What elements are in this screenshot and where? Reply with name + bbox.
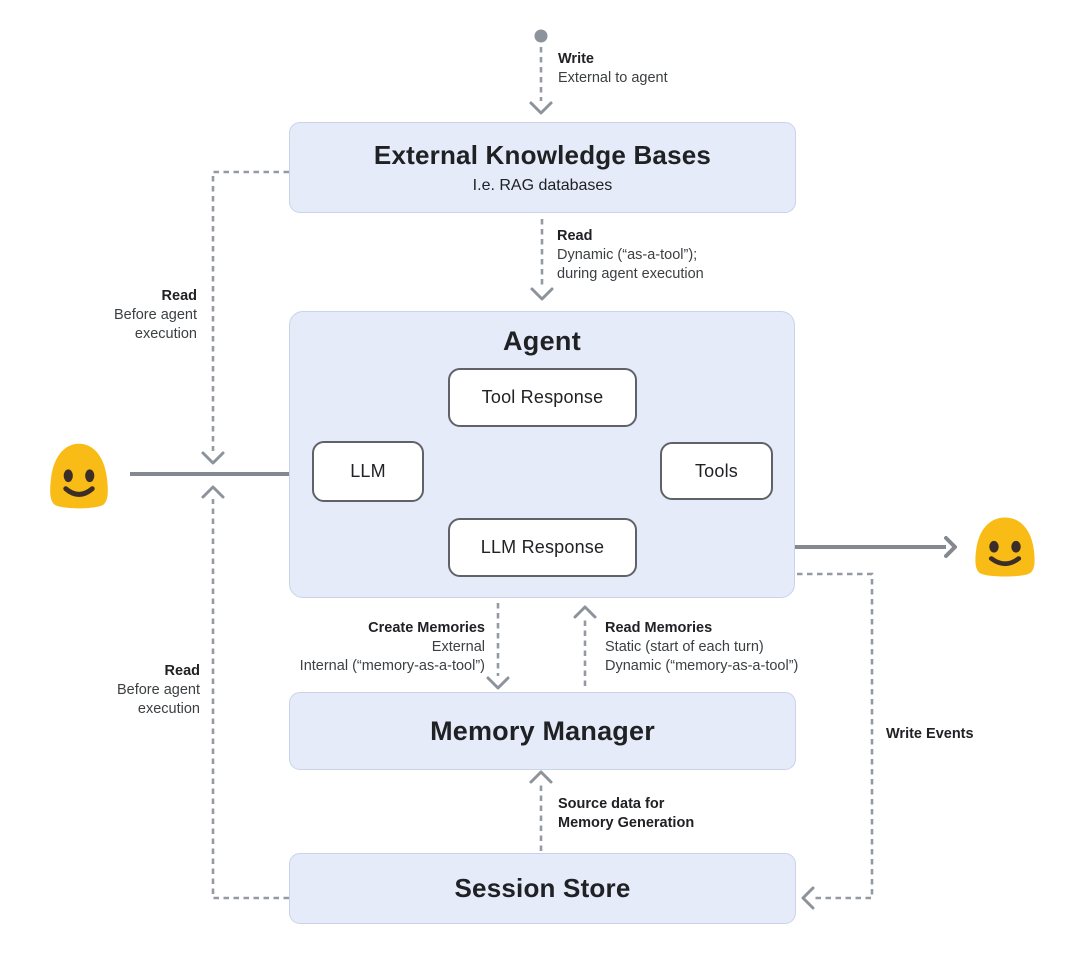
node-title: Memory Manager <box>430 715 655 746</box>
arrowhead-down-icon <box>529 101 553 115</box>
node-external-knowledge-bases: External Knowledge Bases I.e. RAG databa… <box>289 122 796 213</box>
node-memory-manager: Memory Manager <box>289 692 796 770</box>
node-tools: Tools <box>660 442 773 500</box>
node-title: Agent <box>503 326 581 356</box>
label-write-events: Write Events <box>886 726 974 742</box>
label-read-memories: Read Memories Static (start of each turn… <box>605 620 799 674</box>
arrowhead-down-icon <box>486 676 510 690</box>
node-llm-response: LLM Response <box>448 518 637 577</box>
node-label: LLM <box>350 461 386 481</box>
arrowhead-up-icon <box>529 770 553 784</box>
label-read-before-execution-top: Read Before agent execution <box>113 288 197 342</box>
label-create-memories: Create Memories External Internal (“memo… <box>299 620 485 674</box>
flow-start-dot <box>534 29 548 43</box>
node-title: Session Store <box>454 873 631 903</box>
arrowhead-right-icon <box>944 536 957 558</box>
node-tool-response: Tool Response <box>448 368 637 427</box>
user-blob-icon <box>967 514 1043 578</box>
arrow-write-events <box>797 572 874 900</box>
node-label: LLM Response <box>480 537 605 557</box>
label-source-data: Source data for Memory Generation <box>558 796 695 831</box>
arrow-ekb-read-before-execution <box>211 170 289 451</box>
node-title: External Knowledge Bases <box>373 140 712 170</box>
arrowhead-down-icon <box>201 451 225 465</box>
node-subtitle: I.e. RAG databases <box>472 177 613 194</box>
label-write-external: Write External to agent <box>558 51 668 86</box>
arrow-session-store-read-before-execution <box>211 499 289 900</box>
user-blob-icon <box>42 440 116 510</box>
arrowhead-up-icon <box>201 485 225 499</box>
arrowhead-left-icon <box>801 886 815 910</box>
node-llm: LLM <box>312 441 424 502</box>
label-read-before-execution-bottom: Read Before agent execution <box>116 663 200 717</box>
node-session-store: Session Store <box>289 853 796 924</box>
arrowhead-down-icon <box>530 287 554 301</box>
label-read-dynamic: Read Dynamic (“as-a-tool”); during agent… <box>557 228 704 282</box>
node-label: Tool Response <box>481 387 604 407</box>
node-label: Tools <box>694 460 739 481</box>
arrowhead-up-icon <box>573 605 597 619</box>
